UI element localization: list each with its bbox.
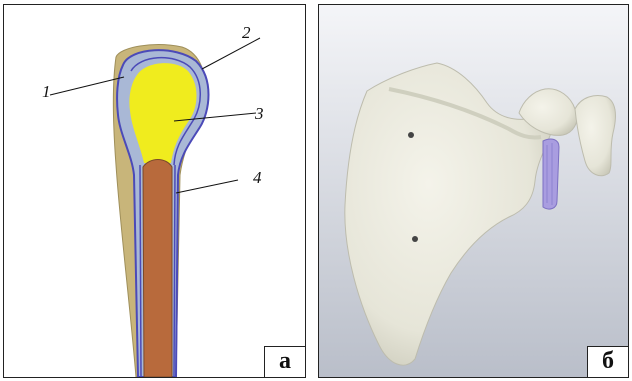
- panel-b-tag: б: [587, 346, 628, 377]
- callout-1: 1: [42, 82, 51, 101]
- callout-3: 3: [254, 104, 264, 123]
- callout-4: 4: [253, 168, 262, 187]
- panel-a: 1 2 3 4 а: [3, 4, 306, 378]
- scapula-render: [319, 5, 629, 378]
- screw-hole-lower: [412, 236, 418, 242]
- glenoid-implant: [543, 139, 559, 209]
- panel-a-tag: а: [264, 346, 305, 377]
- medullary-canal-shape: [143, 160, 172, 378]
- humerus-section-drawing: 1 2 3 4: [4, 5, 306, 378]
- callout-2: 2: [242, 23, 251, 42]
- screw-hole-upper: [408, 132, 414, 138]
- panel-b: б: [318, 4, 629, 378]
